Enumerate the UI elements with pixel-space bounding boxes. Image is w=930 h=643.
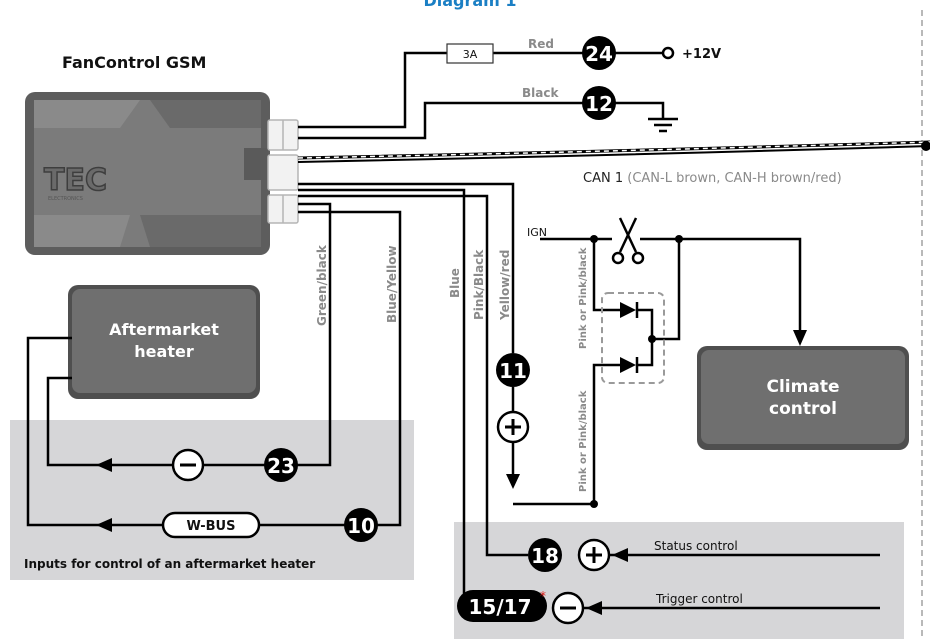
arrow-trigger	[586, 601, 602, 615]
pin-10-badge	[344, 508, 378, 542]
plus-icon-status-bars	[586, 547, 602, 563]
arrow-to-climate	[793, 330, 807, 346]
pink-or-label-2: Pink or Pink/black	[578, 390, 589, 492]
pin-18-badge	[528, 538, 562, 572]
heater-box-line1: Aftermarket	[109, 320, 219, 339]
pin-1517-badge	[457, 590, 547, 622]
ground-icon	[648, 117, 678, 133]
wbus-pill	[161, 511, 261, 539]
ign-label: IGN	[527, 226, 547, 239]
pin-12-badge	[582, 86, 616, 120]
diode-group-frame	[601, 292, 665, 384]
asterisk-note: *	[540, 589, 546, 603]
arrow-heater-minus	[96, 458, 112, 472]
supply-label: +12V	[682, 47, 721, 62]
diode-icon-bottom	[620, 357, 639, 373]
power-wires	[298, 51, 665, 140]
plus-icon-climate-bars	[505, 419, 521, 435]
heater-inputs-panel	[10, 420, 414, 580]
diagram-title: Diagram 1	[423, 0, 516, 10]
pin-23-label: 23	[267, 454, 295, 478]
arrow-down-climate	[506, 474, 520, 489]
pin-11-label: 11	[499, 359, 527, 383]
return-junction	[590, 500, 598, 508]
wbus-label: W-BUS	[187, 519, 236, 534]
red-wire-label: Red	[528, 37, 554, 51]
climate-box-line1: Climate	[767, 377, 840, 397]
supply-terminal	[661, 46, 675, 60]
signal-wires	[298, 182, 528, 605]
module-connectors	[267, 119, 299, 224]
pink-or-label-1: Pink or Pink/black	[578, 247, 589, 349]
ign-junction	[590, 235, 598, 243]
arrow-heater-wbus	[96, 518, 112, 532]
pin-11-badge	[496, 353, 530, 387]
green-black-label: Green/black	[315, 244, 329, 326]
arrow-status	[612, 548, 628, 562]
can-end-dot	[921, 141, 930, 151]
yellow-red-label: Yellow/red	[498, 250, 512, 321]
aftermarket-heater-box	[68, 285, 260, 399]
climate-junction	[675, 235, 683, 243]
can-label: CAN 1 (CAN-L brown, CAN-H brown/red)	[583, 171, 842, 186]
scissors-icon	[611, 217, 645, 265]
tec-logo: TEC	[44, 163, 107, 198]
can-cable	[297, 140, 930, 163]
fuse-box	[446, 43, 494, 64]
fancontrol-module: TEC ELECTRONICS	[25, 92, 270, 255]
pin-23-badge	[264, 448, 298, 482]
pin-12-label: 12	[585, 92, 613, 116]
pin-1517-label: 15/17	[469, 595, 532, 619]
diode-junction	[648, 335, 656, 343]
pin-18-label: 18	[531, 544, 559, 568]
pink-black-label: Pink/Black	[472, 249, 486, 320]
pin-24-label: 24	[585, 42, 613, 66]
blue-yellow-label: Blue/Yellow	[385, 245, 399, 323]
fuse-label: 3A	[463, 48, 478, 61]
pin-24-badge	[582, 36, 616, 70]
status-control-label: Status control	[654, 539, 738, 553]
trigger-control-label: Trigger control	[655, 592, 743, 606]
pin-10-label: 10	[347, 514, 375, 538]
black-wire-label: Black	[522, 86, 559, 100]
blue-label: Blue	[448, 268, 462, 298]
heater-box-line2: heater	[134, 342, 194, 361]
diode-icon-top	[620, 302, 639, 318]
tec-logo-sub: ELECTRONICS	[48, 196, 83, 202]
heater-panel-caption: Inputs for control of an aftermarket hea…	[24, 557, 315, 571]
climate-control-box	[697, 346, 909, 450]
device-name: FanControl GSM	[62, 53, 206, 72]
climate-box-line2: control	[769, 399, 837, 419]
